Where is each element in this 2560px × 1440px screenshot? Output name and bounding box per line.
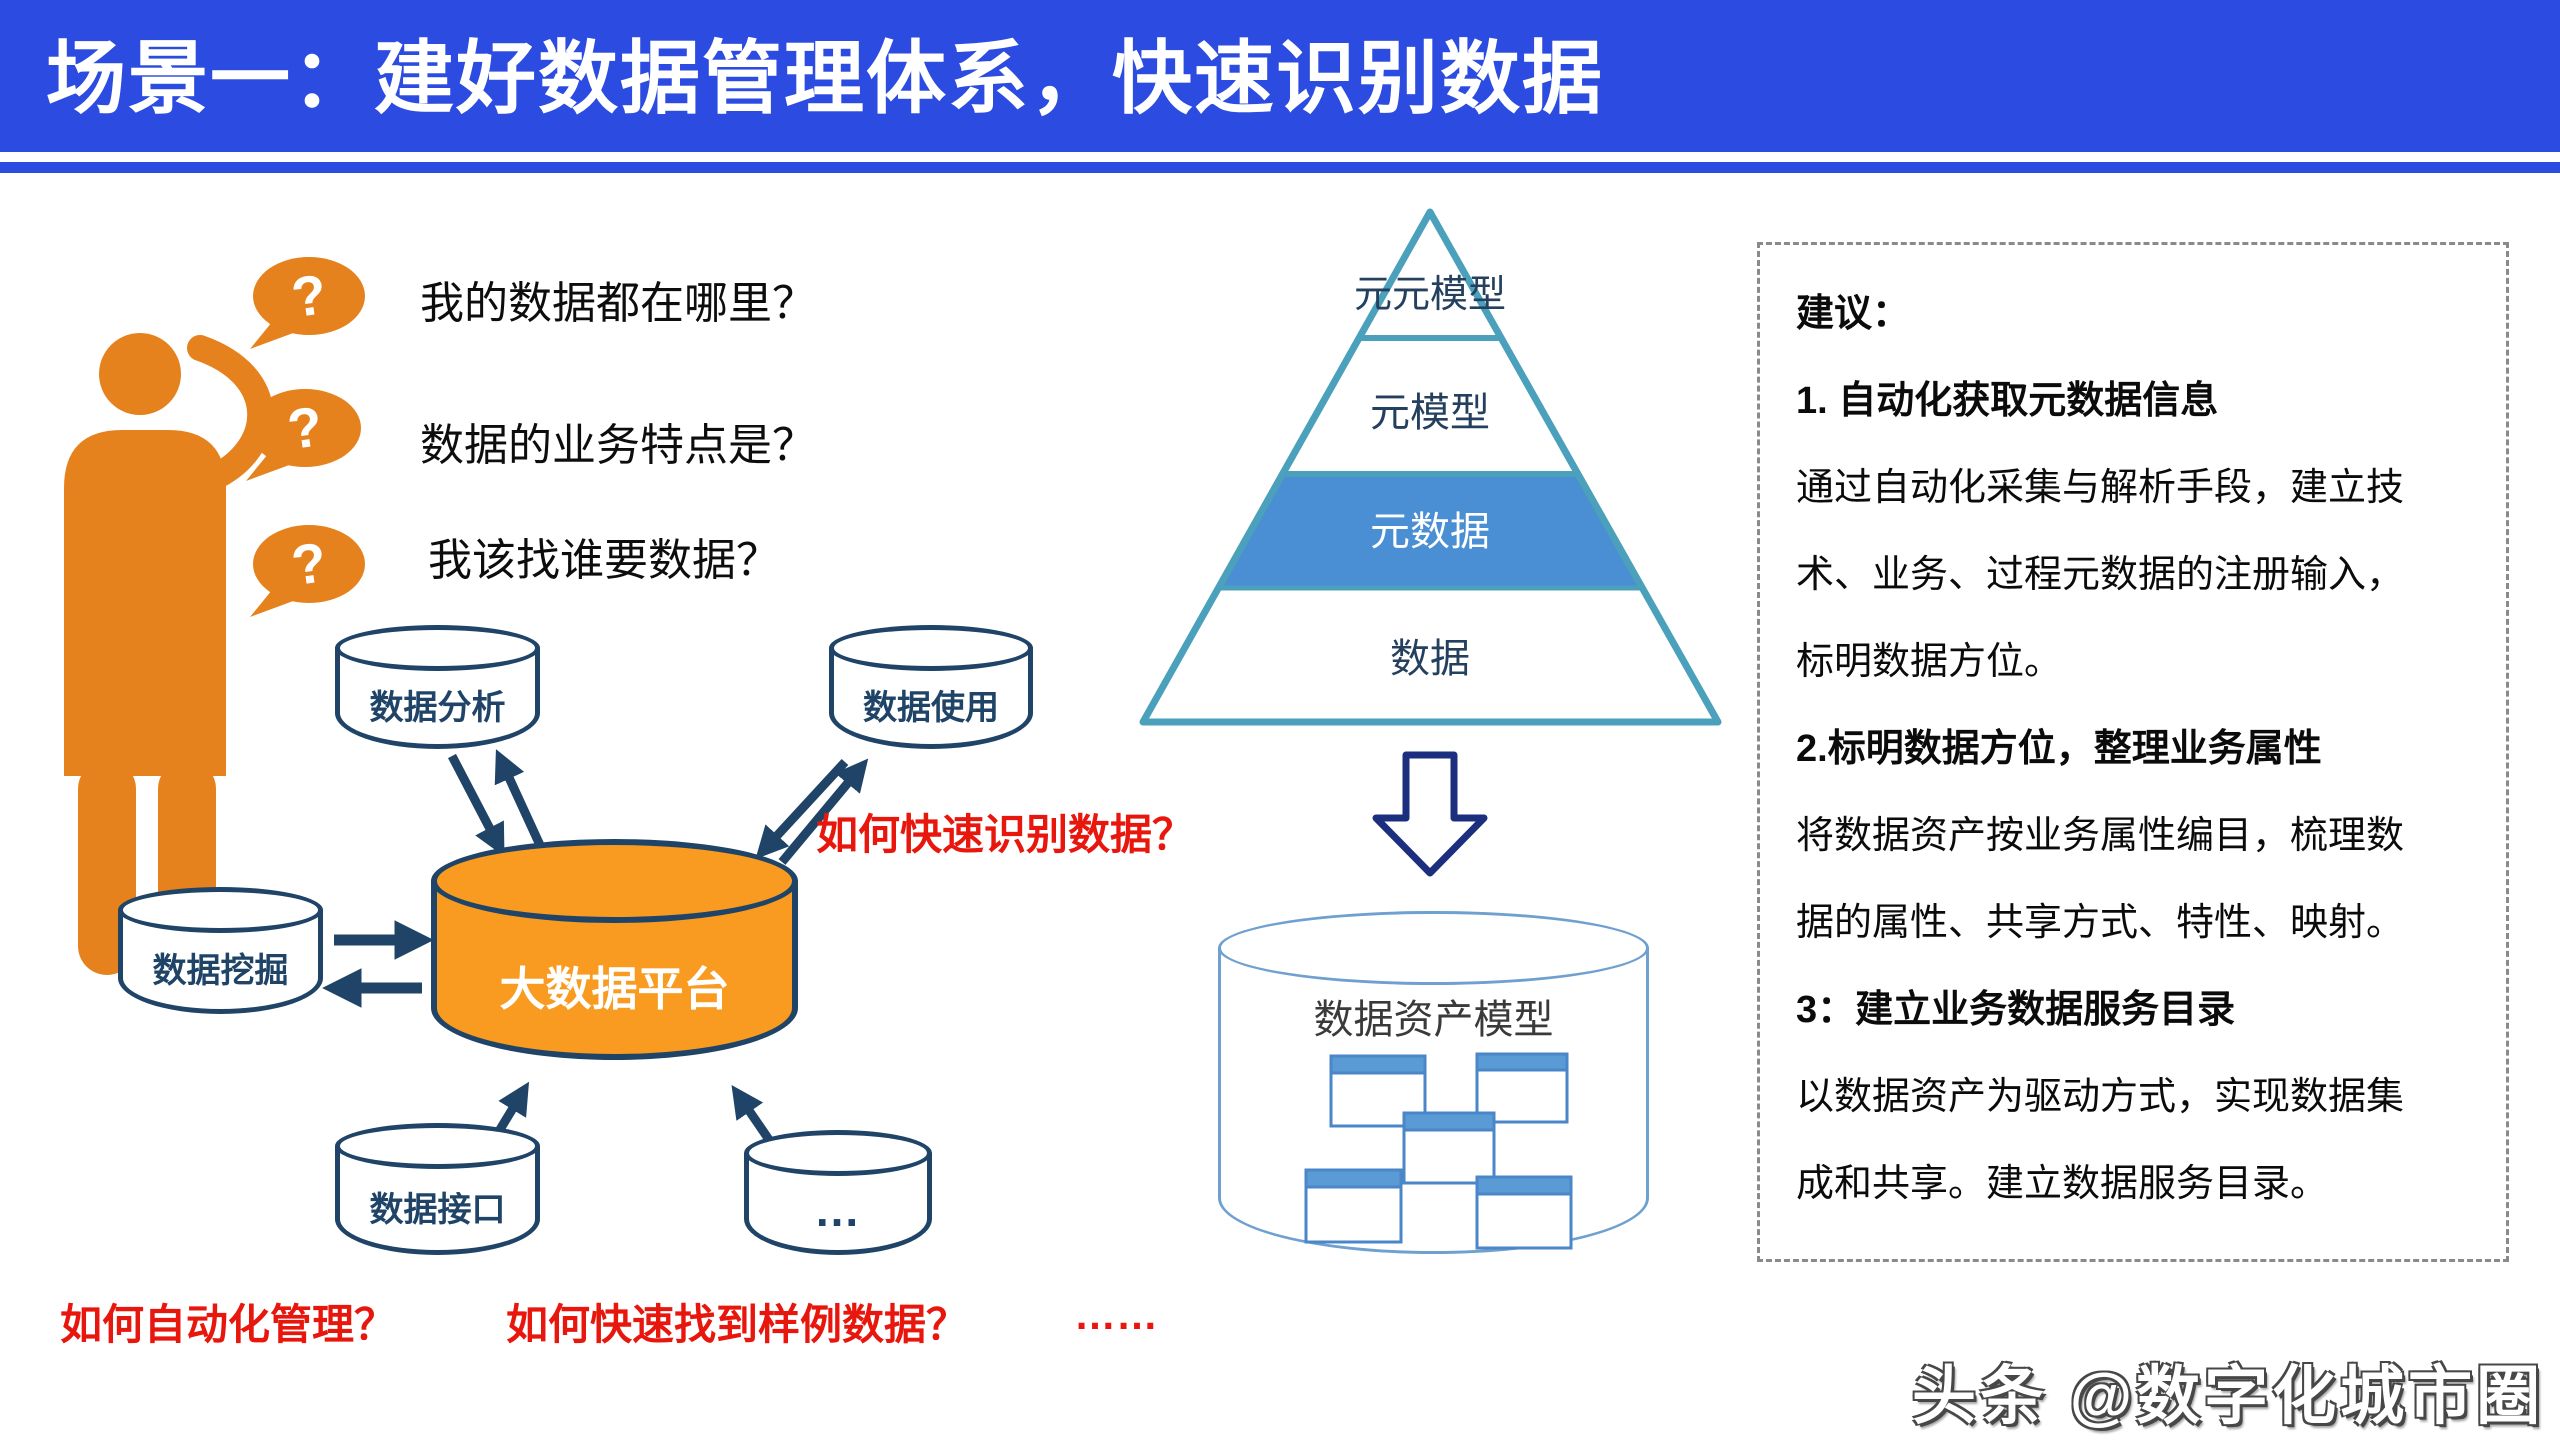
table-icon [1329,1054,1427,1128]
asset-model-label: 数据资产模型 [1313,998,1554,1042]
advice-line: 通过自动化采集与解析手段，建立技 [1796,467,2405,509]
question-text-2: 数据的业务特点是？ [420,421,816,470]
advice-line: 据的属性、共享方式、特性、映射。 [1796,902,2405,944]
red-question-identify: 如何快速识别数据？ [816,811,1195,858]
pyramid-level-meta-model: 元模型 [1370,391,1490,435]
advice-line: 3：建立业务数据服务目录 [1796,989,2236,1031]
arrow-platform-to-analysis [448,753,505,857]
watermark: 头条 @数字化城市圈 [1912,1360,2545,1432]
advice-line: 成和共享。建立数据服务目录。 [1796,1163,2329,1205]
advice-line: 1. 自动化获取元数据信息 [1796,380,2219,422]
pyramid-level-data: 数据 [1390,637,1470,681]
cylinder-data-usage: 数据使用 [829,625,1033,749]
advice-line: 建议： [1796,293,1911,335]
pyramid-level-meta-meta-model: 元元模型 [1354,274,1506,316]
pyramid-band-metadata [1218,474,1642,588]
pyramid-level-metadata: 元数据 [1370,510,1490,554]
question-bubble: ? [246,389,361,481]
advice-line: 2.标明数据方位，整理业务属性 [1796,728,2322,770]
cylinder-more: ... [744,1130,932,1255]
question-bubble: ? [250,525,365,617]
table-icon [1475,1052,1569,1124]
arrow-usage-to-platform [755,758,849,860]
question-bubble: ? [250,257,365,349]
header-bar: 场景一：建好数据管理体系，快速识别数据 [0,0,2560,152]
page-title: 场景一：建好数据管理体系，快速识别数据 [46,34,1604,123]
advice-line: 术、业务、过程元数据的注册输入， [1796,554,2405,596]
question-text-1: 我的数据都在哪里？ [420,279,816,328]
person-torso [64,430,226,776]
red-question-automate: 如何自动化管理？ [60,1301,397,1348]
cylinder-data-interface: 数据接口 [335,1123,540,1255]
advice-line: 以数据资产为驱动方式，实现数据集 [1796,1076,2405,1118]
arrow-platform-to-usage [778,758,869,865]
pyramid-outline [1139,208,1722,726]
advice-panel: 建议： 1. 自动化获取元数据信息 通过自动化采集与解析手段，建立技 术、业务、… [1757,242,2509,1262]
metadata-pyramid: 元元模型 元模型 元数据 数据 [1139,208,1722,877]
person-head [99,333,181,415]
table-icon [1402,1111,1496,1185]
table-icon [1475,1175,1573,1250]
red-question-sample: 如何快速找到样例数据？ [506,1301,969,1348]
table-icon [1304,1168,1403,1244]
entity-relation-diagram [1304,1052,1573,1250]
cylinder-data-mining: 数据挖掘 [118,887,323,1014]
big-data-platform-cylinder: 大数据平台 [431,839,798,1060]
red-ellipsis: …… [1074,1291,1158,1338]
arrow-analysis-to-platform [494,749,550,858]
advice-line: 将数据资产按业务属性编目，梳理数 [1796,815,2405,857]
down-block-arrow-icon [1372,751,1488,877]
question-text-3: 我该找谁要数据？ [428,536,780,585]
accent-strip [0,162,2560,173]
cylinder-data-analysis: 数据分析 [335,625,540,749]
advice-line: 标明数据方位。 [1796,641,2063,683]
asset-model-cylinder: 数据资产模型 [1218,911,1649,1254]
